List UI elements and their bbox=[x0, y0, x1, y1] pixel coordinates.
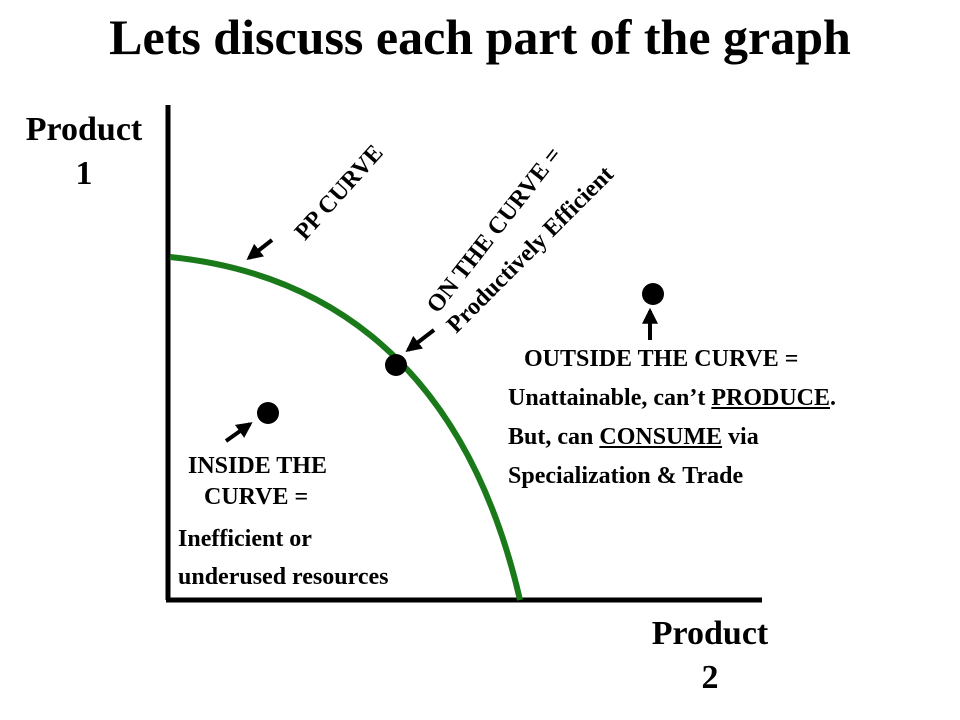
y-axis-label-line2: 1 bbox=[75, 155, 93, 192]
on-curve-arrow bbox=[405, 328, 436, 352]
outside-curve-line1: Unattainable, can’t PRODUCE. bbox=[508, 381, 836, 415]
y-axis-label: Product 1 bbox=[0, 108, 168, 196]
outside-curve-heading: OUTSIDE THE CURVE = bbox=[524, 346, 799, 372]
outside-line2-text: But, can bbox=[508, 424, 600, 450]
pp-curve-line bbox=[169, 254, 523, 601]
slide-title: Lets discuss each part of the graph bbox=[109, 9, 851, 65]
inside-curve-line3: Inefficient or bbox=[178, 526, 312, 552]
x-axis-label-line1: Product bbox=[651, 615, 769, 652]
outside-curve-line2: But, can CONSUME via bbox=[508, 420, 759, 454]
outside-curve-line3: Specialization & Trade bbox=[508, 463, 744, 489]
y-axis-label-line1: Product bbox=[25, 111, 143, 148]
x-axis-label-line2: 2 bbox=[701, 659, 719, 696]
outside-line1-underlined: PRODUCE bbox=[711, 385, 831, 411]
x-axis-label: Product 2 bbox=[620, 612, 800, 700]
inside-curve-line2: CURVE = bbox=[204, 484, 309, 510]
point-inside-curve bbox=[257, 402, 279, 424]
outside-line1-end: . bbox=[830, 385, 837, 411]
inside-curve-arrow bbox=[224, 422, 253, 443]
outside-line1-text: Unattainable, can’t bbox=[508, 385, 712, 411]
point-outside-curve bbox=[642, 283, 664, 305]
inside-curve-line1: INSIDE THE bbox=[188, 453, 327, 479]
outside-line2-end: via bbox=[722, 424, 759, 450]
point-on-curve bbox=[385, 354, 407, 376]
inside-curve-line4: underused resources bbox=[178, 564, 389, 590]
pp-curve-arrow bbox=[246, 238, 274, 260]
outside-line2-underlined: CONSUME bbox=[599, 424, 723, 450]
